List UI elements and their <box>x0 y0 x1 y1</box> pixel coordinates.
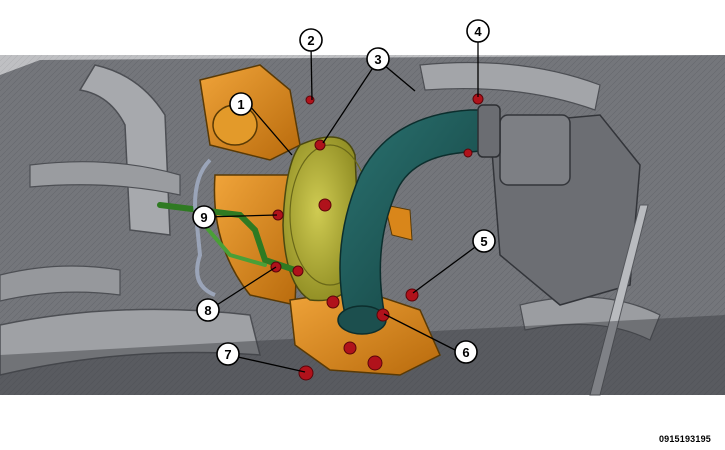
svg-text:2: 2 <box>307 33 314 48</box>
callout-1: 1 <box>229 92 253 116</box>
callout-6: 6 <box>454 340 478 364</box>
turbo-housing <box>199 64 441 376</box>
fasteners <box>270 93 484 381</box>
svg-text:5: 5 <box>480 234 487 249</box>
svg-text:1: 1 <box>237 97 244 112</box>
svg-text:6: 6 <box>462 345 469 360</box>
callout-5: 5 <box>472 229 496 253</box>
callout-4: 4 <box>466 19 490 43</box>
svg-text:7: 7 <box>224 347 231 362</box>
callout-2: 2 <box>299 28 323 52</box>
svg-text:3: 3 <box>374 52 381 67</box>
svg-text:8: 8 <box>204 303 211 318</box>
figure-id: 0915193195 <box>658 434 711 444</box>
callout-3: 3 <box>366 47 390 71</box>
callout-8: 8 <box>196 298 220 322</box>
callout-9: 9 <box>192 205 216 229</box>
intake-hose <box>337 104 501 335</box>
engine-turbocharger-illustration: 1 2 3 4 5 6 7 8 9 <box>0 19 725 396</box>
callout-7: 7 <box>216 342 240 366</box>
callout-leaders <box>204 33 483 373</box>
svg-text:9: 9 <box>200 210 207 225</box>
svg-text:4: 4 <box>474 24 482 39</box>
